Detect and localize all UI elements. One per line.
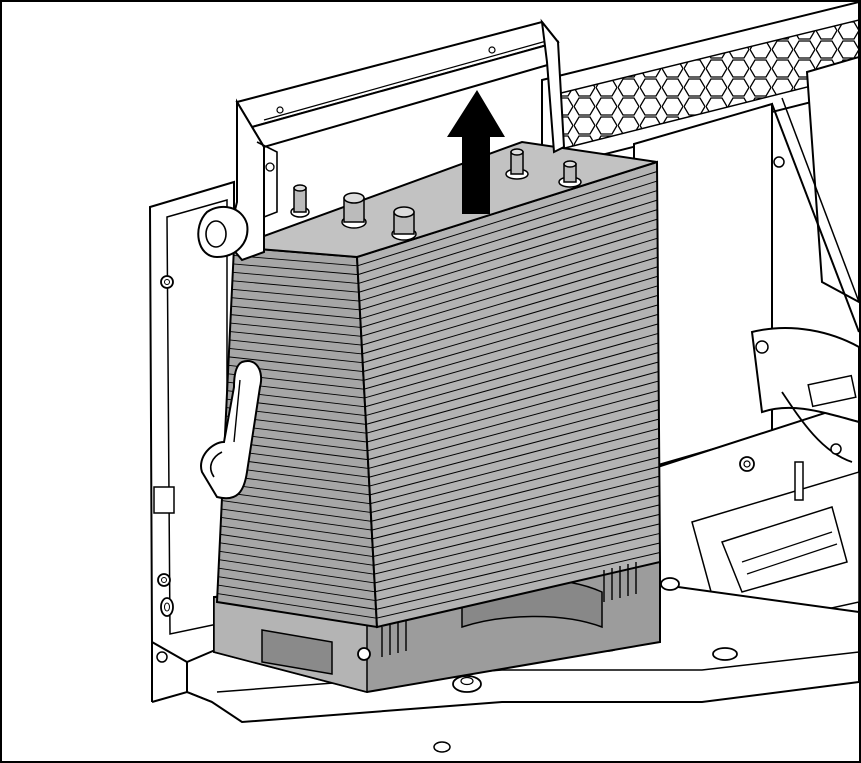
fin-line [372, 475, 660, 549]
fin-line [219, 550, 375, 575]
fin-line [220, 533, 374, 557]
fin-line [367, 371, 659, 452]
fin-line [232, 280, 359, 293]
fin-line [359, 218, 658, 311]
fin-line [367, 380, 659, 461]
screw [341, 192, 367, 229]
fin-line [218, 567, 376, 593]
heatsink-fins [357, 171, 661, 619]
fin-line [360, 228, 658, 320]
fin-line [233, 263, 358, 276]
fin-line [358, 199, 658, 293]
screw [558, 160, 582, 188]
fin-line [232, 271, 359, 284]
fin-line [231, 297, 360, 311]
fin-line [366, 351, 659, 434]
fin-line [369, 409, 659, 487]
fin-line [375, 532, 660, 602]
fin-line [363, 294, 659, 381]
fin-line [218, 559, 375, 584]
fin-line [221, 500, 372, 522]
fin-line [369, 418, 660, 496]
fin-line [229, 339, 363, 355]
fin-line [364, 304, 659, 390]
fin-line [228, 356, 364, 372]
fin-line [231, 288, 360, 302]
fin-line [218, 576, 376, 602]
fin-line [361, 256, 658, 346]
fin-line [231, 305, 361, 320]
fin-line [230, 314, 361, 328]
fin-line [361, 247, 658, 337]
fin-line [357, 180, 658, 276]
fin-line [365, 342, 659, 425]
fin-line [233, 255, 358, 267]
fin-line [365, 332, 659, 417]
fin-line [222, 483, 371, 505]
fin-line [222, 491, 371, 513]
fin-line [368, 399, 659, 478]
fin-line [373, 485, 660, 558]
fin-line [373, 494, 660, 566]
chassis-left-frame [148, 180, 235, 703]
fin-line [357, 171, 658, 267]
fin-line [362, 275, 658, 364]
screw [505, 148, 529, 180]
screw [391, 206, 417, 241]
fin-line [376, 551, 661, 619]
fin-line [364, 323, 659, 408]
fin-line [366, 361, 659, 443]
fin-line [370, 437, 660, 513]
fin-line [374, 523, 660, 593]
fin-line [229, 331, 362, 346]
fin-line [360, 237, 658, 328]
fin-line [223, 474, 370, 496]
fin-line [371, 447, 660, 522]
fin-line [221, 508, 372, 531]
fin-line [374, 513, 660, 584]
fin-line [368, 390, 659, 469]
fin-line [375, 542, 660, 610]
fin-line [359, 209, 658, 302]
fin-line [219, 542, 374, 566]
fin-line [229, 347, 363, 364]
fin-line [371, 456, 660, 531]
fin-line [230, 322, 362, 337]
fin-line [364, 313, 659, 399]
retention-clip [153, 360, 262, 514]
fin-line [362, 266, 658, 355]
fin-line [220, 525, 373, 549]
fin-line [363, 285, 659, 373]
heatsink-screws [290, 148, 582, 241]
fin-line [370, 428, 660, 505]
fin-line [372, 466, 660, 540]
screw [290, 184, 310, 218]
fin-line [220, 517, 373, 540]
fin-line [374, 504, 660, 575]
lift-direction-arrow [447, 90, 505, 214]
heatsink-fin-block [215, 140, 662, 657]
heatsink-lift-handle [197, 18, 566, 262]
fin-line [358, 190, 658, 284]
chassis-back-panel [541, 2, 859, 474]
fin-line [217, 584, 377, 610]
fin-line [217, 593, 377, 619]
